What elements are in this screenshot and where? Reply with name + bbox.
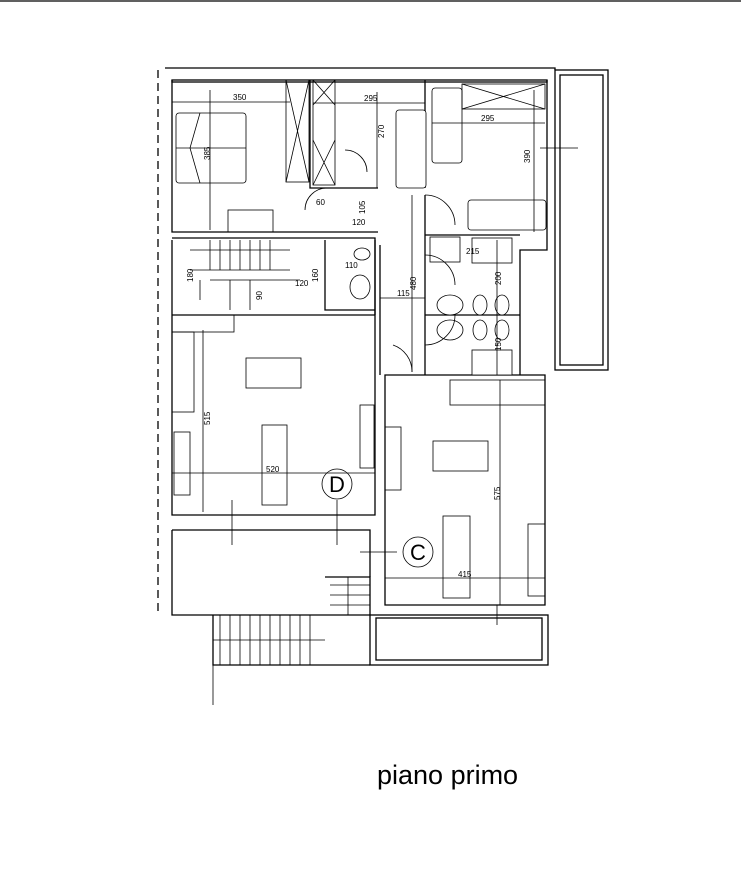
dimension-lines bbox=[172, 90, 578, 625]
dim-295: 295 bbox=[364, 94, 378, 103]
dim-415: 415 bbox=[458, 570, 472, 579]
shower bbox=[471, 237, 513, 264]
kitchen-counter bbox=[171, 314, 235, 333]
toilet bbox=[494, 319, 510, 341]
unit-label-c: C bbox=[410, 540, 426, 565]
dining-table-d bbox=[245, 357, 302, 389]
dim-110: 110 bbox=[345, 261, 358, 270]
bidet bbox=[472, 294, 488, 316]
furniture bbox=[171, 79, 547, 599]
dim-575: 575 bbox=[493, 486, 502, 500]
dim-115: 115 bbox=[397, 289, 410, 298]
dim-350: 350 bbox=[233, 93, 247, 102]
sofa-c bbox=[442, 515, 471, 599]
bottom-balcony bbox=[369, 614, 549, 666]
bidet bbox=[472, 319, 488, 341]
sink bbox=[436, 319, 464, 341]
single-bed bbox=[467, 199, 547, 231]
single-bed bbox=[395, 109, 427, 189]
dim-385: 385 bbox=[203, 146, 212, 160]
dim-520: 520 bbox=[266, 465, 280, 474]
dim-60: 60 bbox=[316, 198, 325, 207]
sink bbox=[436, 294, 464, 316]
dim-480: 480 bbox=[409, 276, 418, 290]
walls bbox=[157, 67, 609, 705]
dim-105: 105 bbox=[358, 200, 367, 214]
toilet bbox=[494, 294, 510, 316]
dim-270: 270 bbox=[377, 124, 386, 138]
single-bed bbox=[431, 87, 463, 164]
toilet bbox=[353, 247, 371, 261]
dim-180: 180 bbox=[186, 268, 195, 282]
dim-160: 160 bbox=[311, 268, 320, 282]
dim-295b: 295 bbox=[481, 114, 495, 123]
unit-label-d: D bbox=[329, 472, 345, 497]
stairs bbox=[190, 240, 370, 665]
dim-90: 90 bbox=[255, 291, 264, 300]
dim-200: 200 bbox=[494, 271, 503, 285]
right-balcony bbox=[554, 69, 609, 371]
dim-215: 215 bbox=[466, 247, 480, 256]
sofa-d bbox=[261, 424, 288, 506]
dining-table-c bbox=[432, 440, 489, 472]
sink bbox=[349, 274, 371, 300]
shower bbox=[471, 349, 513, 376]
dim-515: 515 bbox=[203, 411, 212, 425]
dim-120b: 120 bbox=[295, 279, 309, 288]
unit-marker-c: C bbox=[402, 536, 434, 568]
wardrobe bbox=[285, 79, 310, 183]
dim-150: 150 bbox=[494, 337, 503, 351]
plan-title: piano primo bbox=[377, 760, 519, 790]
dim-120: 120 bbox=[352, 218, 366, 227]
dim-390: 390 bbox=[523, 149, 532, 163]
unit-marker-d: D bbox=[321, 468, 353, 500]
dimension-labels: 350 385 295 270 295 390 60 120 105 110 1… bbox=[186, 93, 532, 579]
